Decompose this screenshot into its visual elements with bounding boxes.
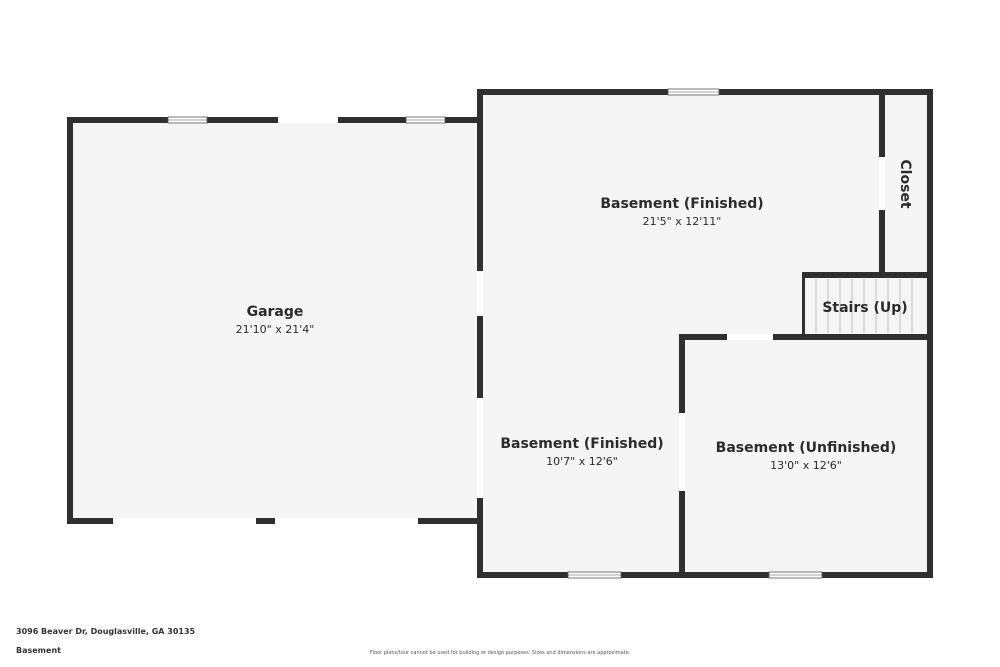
window-icon	[567, 571, 622, 579]
window-icon	[768, 571, 823, 579]
garage-top-opening	[278, 117, 338, 123]
closet-label: Closet	[897, 159, 913, 209]
window-icon	[405, 116, 446, 124]
garage-basement-doorway-upper	[477, 271, 483, 316]
garage-door-right	[275, 518, 418, 524]
property-address: 3096 Beaver Dr, Douglasville, GA 30135	[16, 627, 196, 636]
closet-doorway	[879, 157, 885, 210]
basement-unfinished-dims: 13'0" x 12'6"	[770, 459, 842, 472]
garage-door-left	[113, 518, 256, 524]
garage-floor	[70, 120, 480, 521]
basement-finished-small-label: Basement (Finished)	[500, 436, 663, 452]
stairs-label: Stairs (Up)	[822, 300, 907, 316]
basement-finished-main-label: Basement (Finished)	[600, 196, 763, 212]
disclaimer-text: Floor plans/tour cannot be used for buil…	[369, 650, 631, 656]
basement-floor	[480, 92, 930, 575]
basement-finished-small-dims: 10'7" x 12'6"	[546, 455, 618, 468]
openings	[113, 117, 885, 524]
unfinished-side-doorway	[679, 413, 685, 491]
window-icon	[667, 88, 720, 96]
garage-basement-doorway-lower	[477, 398, 483, 498]
unfinished-top-doorway	[727, 334, 773, 340]
garage-dims: 21'10" x 21'4"	[236, 323, 315, 336]
stairs-treads	[815, 279, 913, 333]
basement-finished-main-dims: 21'5" x 12'11"	[643, 215, 722, 228]
garage-label: Garage	[247, 304, 304, 320]
windows	[167, 88, 823, 579]
floor-level-label: Basement	[16, 646, 61, 655]
basement-unfinished-label: Basement (Unfinished)	[716, 440, 897, 456]
window-icon	[167, 116, 208, 124]
